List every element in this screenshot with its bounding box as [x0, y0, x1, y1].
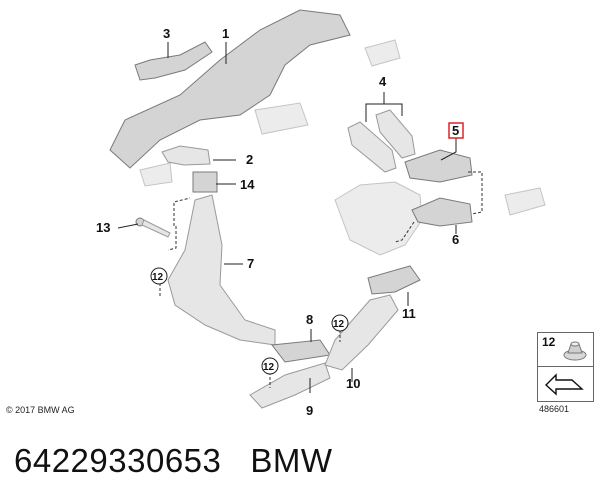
callout-13: 13	[96, 220, 110, 235]
callout-1: 1	[222, 26, 229, 41]
callout-10: 10	[346, 376, 360, 391]
diagram-id: 486601	[539, 404, 570, 414]
part-3-upper-duct	[134, 41, 213, 81]
ghost-vent-top	[364, 39, 401, 67]
callout-11: 11	[402, 306, 416, 321]
leader-5	[440, 138, 457, 161]
callout-12-c: 12	[333, 319, 345, 330]
callout-9: 9	[306, 403, 313, 418]
brand-name: BMW	[250, 442, 333, 479]
callout-4: 4	[379, 74, 387, 89]
assembly-line-13	[173, 197, 191, 226]
part-4-duct-left	[347, 121, 397, 173]
callout-8: 8	[306, 312, 313, 327]
callout-12-circle-c	[331, 314, 349, 332]
assembly-line-6	[394, 221, 415, 243]
leader-13	[117, 223, 139, 229]
part-14-gasket	[192, 171, 218, 193]
ghost-vent-left	[139, 162, 173, 187]
ghost-grille	[254, 102, 309, 135]
parts-diagram: 1 2 3 4 5 6 7 8 9 10 11 12 12 12 13 14	[96, 9, 546, 418]
part-2-outlet	[161, 145, 211, 166]
part-9-floor-duct	[249, 362, 331, 409]
part-8-connector	[271, 339, 331, 363]
callout-7: 7	[247, 256, 254, 271]
legend-divider	[538, 366, 593, 367]
part-4-duct-right	[375, 109, 416, 159]
part-5-outlet	[404, 149, 473, 183]
callout-12-circle-b	[261, 357, 279, 375]
part-11-bracket	[367, 265, 421, 295]
callout-3: 3	[163, 26, 170, 41]
arrow-icon	[544, 373, 584, 396]
callout-6: 6	[452, 232, 459, 247]
callout-5-highlight	[448, 122, 464, 139]
assembly-line-13-lower	[167, 226, 177, 251]
legend-box: 12	[537, 332, 594, 402]
footer-caption: 64229330653 BMW	[14, 442, 333, 480]
ghost-housing	[334, 181, 423, 256]
callout-2: 2	[246, 152, 253, 167]
part-7-left-duct	[167, 194, 276, 346]
part-6-outlet	[411, 197, 473, 227]
clip-nut-icon	[563, 341, 587, 361]
callout-14: 14	[240, 177, 255, 192]
part-1-center-duct	[109, 9, 351, 169]
legend-number: 12	[542, 335, 556, 349]
part-number: 64229330653	[14, 442, 222, 479]
callout-5: 5	[452, 123, 459, 138]
assembly-line-5-6	[468, 171, 483, 215]
callout-12-b: 12	[263, 362, 275, 373]
part-13-clip-stem	[141, 219, 171, 238]
copyright-notice: © 2017 BMW AG	[6, 405, 75, 415]
callout-12-a: 12	[152, 272, 164, 283]
part-10-floor-duct	[324, 294, 399, 371]
ghost-vent-right	[504, 187, 546, 216]
callout-12-circle-a	[150, 267, 168, 285]
